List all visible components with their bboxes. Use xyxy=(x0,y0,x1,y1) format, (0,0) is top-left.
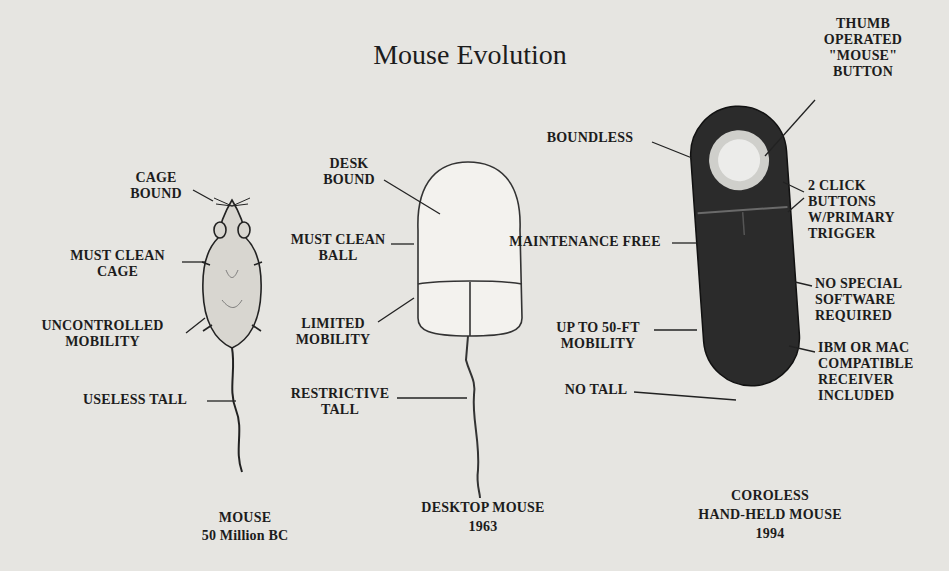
caption-text: MOUSE xyxy=(155,510,335,526)
callout-label: MAINTENANCE FREE xyxy=(500,234,670,250)
cordless-mouse-drawing xyxy=(687,103,802,389)
callout-label: THUMB OPERATED "MOUSE" BUTTON xyxy=(808,16,918,80)
leader-lines xyxy=(182,100,815,401)
caption-text: HAND-HELD MOUSE xyxy=(680,507,860,523)
rat-drawing xyxy=(202,198,262,472)
callout-label: IBM OR MAC COMPATIBLE RECEIVER INCLUDED xyxy=(818,340,943,404)
callout-label: 2 CLICK BUTTONS W/PRIMARY TRIGGER xyxy=(808,178,923,242)
desktop-mouse-drawing xyxy=(418,162,522,498)
caption-text: COROLESS xyxy=(680,488,860,504)
diagram-title: Mouse Evolution xyxy=(250,40,690,71)
callout-label: BOUNDLESS xyxy=(530,130,650,146)
caption-text: 1963 xyxy=(393,519,573,535)
callout-label: UP TO 50-FT MOBILITY xyxy=(543,320,653,352)
callout-label: DESK BOUND xyxy=(310,156,388,188)
callout-label: LIMITED MOBILITY xyxy=(283,316,383,348)
callout-label: NO SPECIAL SOFTWARE REQUIRED xyxy=(815,276,940,324)
callout-label: RESTRICTIVE TALL xyxy=(285,386,395,418)
callout-label: MUST CLEAN BALL xyxy=(285,232,391,264)
callout-label: NO TALL xyxy=(556,382,636,398)
callout-label: USELESS TALL xyxy=(65,392,205,408)
callout-label: CAGE BOUND xyxy=(120,170,192,202)
caption-text: 50 Million BC xyxy=(155,528,335,544)
caption-text: DESKTOP MOUSE xyxy=(393,500,573,516)
callout-label: UNCONTROLLED MOBILITY xyxy=(20,318,185,350)
caption-text: 1994 xyxy=(680,526,860,542)
callout-label: MUST CLEAN CAGE xyxy=(55,248,180,280)
